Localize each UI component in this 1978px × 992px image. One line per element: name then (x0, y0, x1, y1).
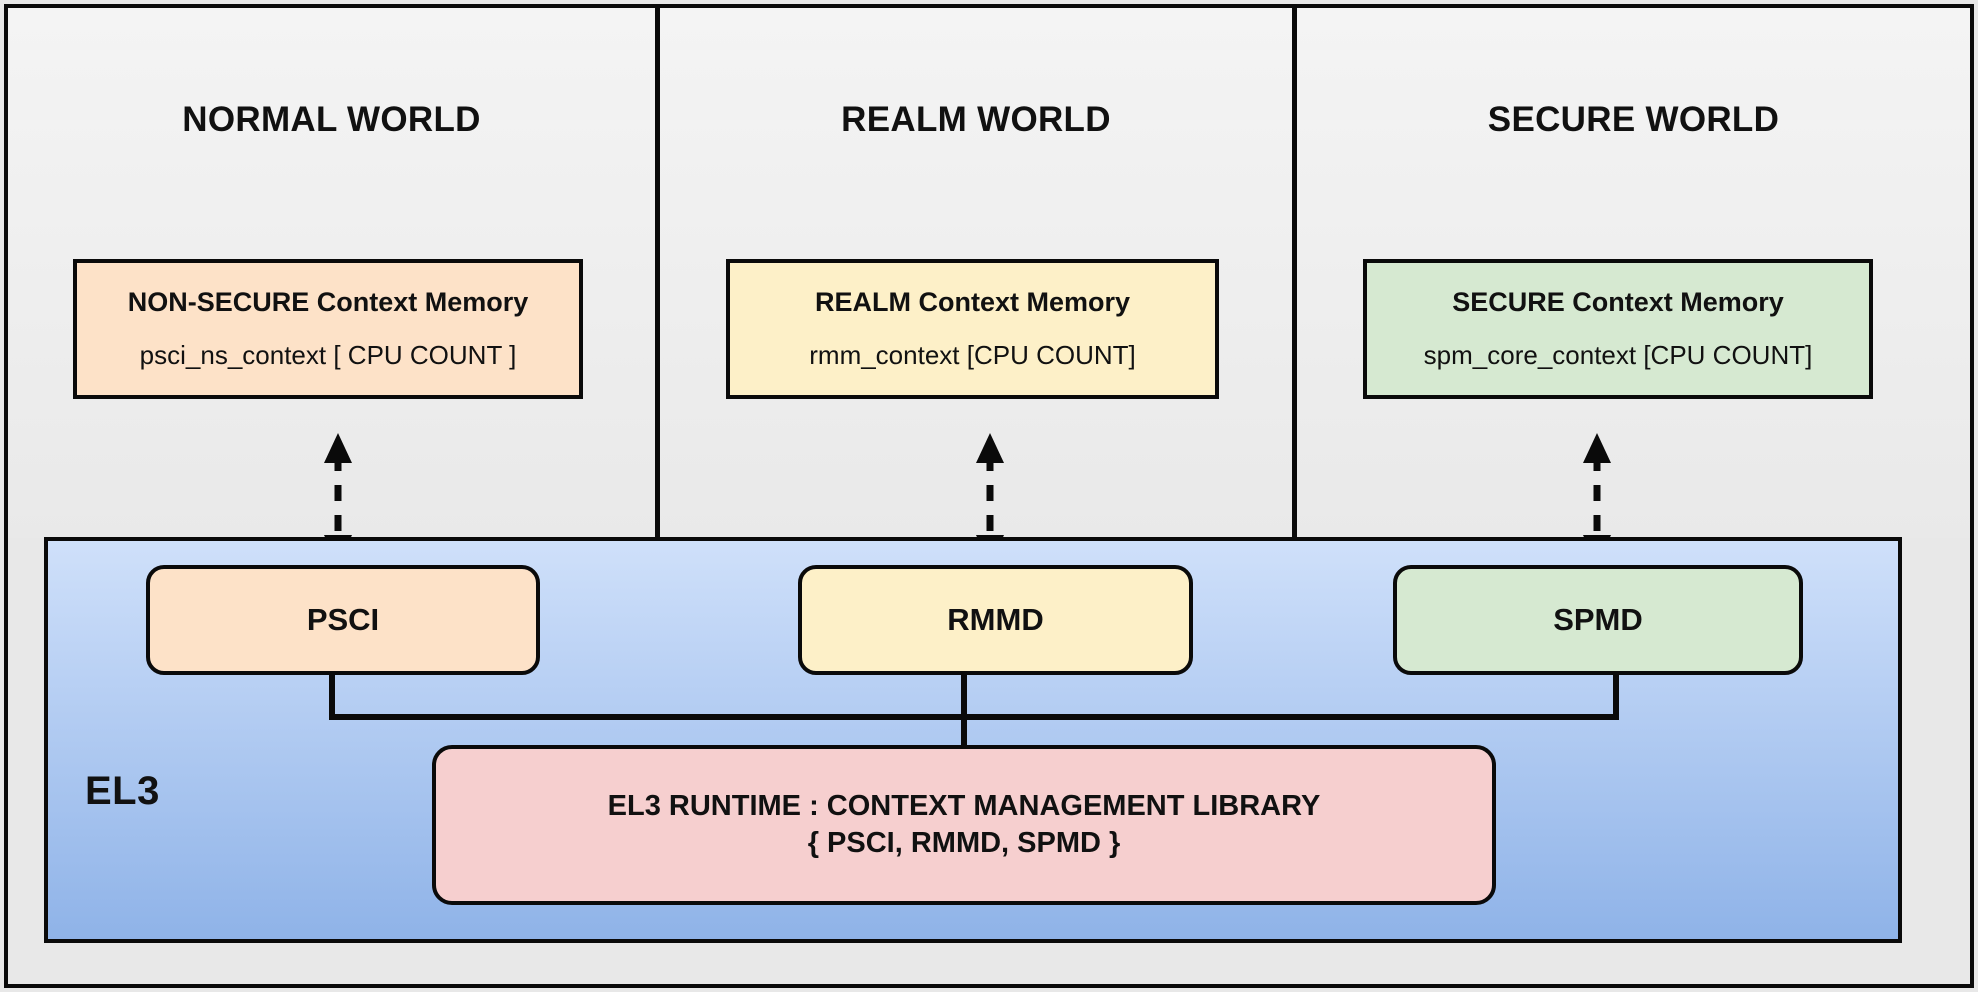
world-title-secure: SECURE WORLD (1487, 100, 1780, 139)
connector-spmd-vertical (1613, 672, 1619, 720)
world-title-realm: REALM WORLD (841, 100, 1111, 139)
dispatcher-label-rmmd: RMMD (947, 602, 1044, 637)
dispatcher-box-rmmd[interactable]: RMMD (798, 565, 1193, 675)
connector-runtime-vertical (961, 672, 967, 748)
world-divider-normal-realm (655, 8, 660, 537)
el3-label: EL3 (85, 769, 160, 813)
context-memory-title-realm: REALM Context Memory (814, 287, 1131, 317)
el3-runtime-line-1: EL3 RUNTIME : CONTEXT MANAGEMENT LIBRARY (607, 789, 1321, 822)
context-memory-subtitle-non-secure: psci_ns_context [ CPU COUNT ] (139, 340, 517, 370)
connector-horizontal-bus (329, 714, 1619, 720)
world-divider-realm-secure (1292, 8, 1297, 537)
context-memory-subtitle-secure: spm_core_context [CPU COUNT] (1423, 340, 1813, 370)
context-memory-box-secure: SECURE Context Memory spm_core_context [… (1363, 259, 1873, 399)
el3-runtime-line-2: { PSCI, RMMD, SPMD } (807, 827, 1121, 859)
context-memory-title-secure: SECURE Context Memory (1452, 287, 1784, 317)
context-memory-box-non-secure: NON-SECURE Context Memory psci_ns_contex… (73, 259, 583, 399)
context-memory-box-realm: REALM Context Memory rmm_context [CPU CO… (726, 259, 1219, 399)
el3-runtime-box[interactable]: EL3 RUNTIME : CONTEXT MANAGEMENT LIBRARY… (432, 745, 1496, 905)
dispatcher-box-spmd[interactable]: SPMD (1393, 565, 1803, 675)
world-title-normal: NORMAL WORLD (182, 100, 481, 139)
dispatcher-label-spmd: SPMD (1553, 602, 1643, 637)
dispatcher-box-psci[interactable]: PSCI (146, 565, 540, 675)
dispatcher-label-psci: PSCI (306, 602, 380, 637)
connector-psci-vertical (329, 672, 335, 720)
context-memory-title-non-secure: NON-SECURE Context Memory (127, 287, 529, 317)
context-memory-subtitle-realm: rmm_context [CPU COUNT] (809, 340, 1136, 370)
